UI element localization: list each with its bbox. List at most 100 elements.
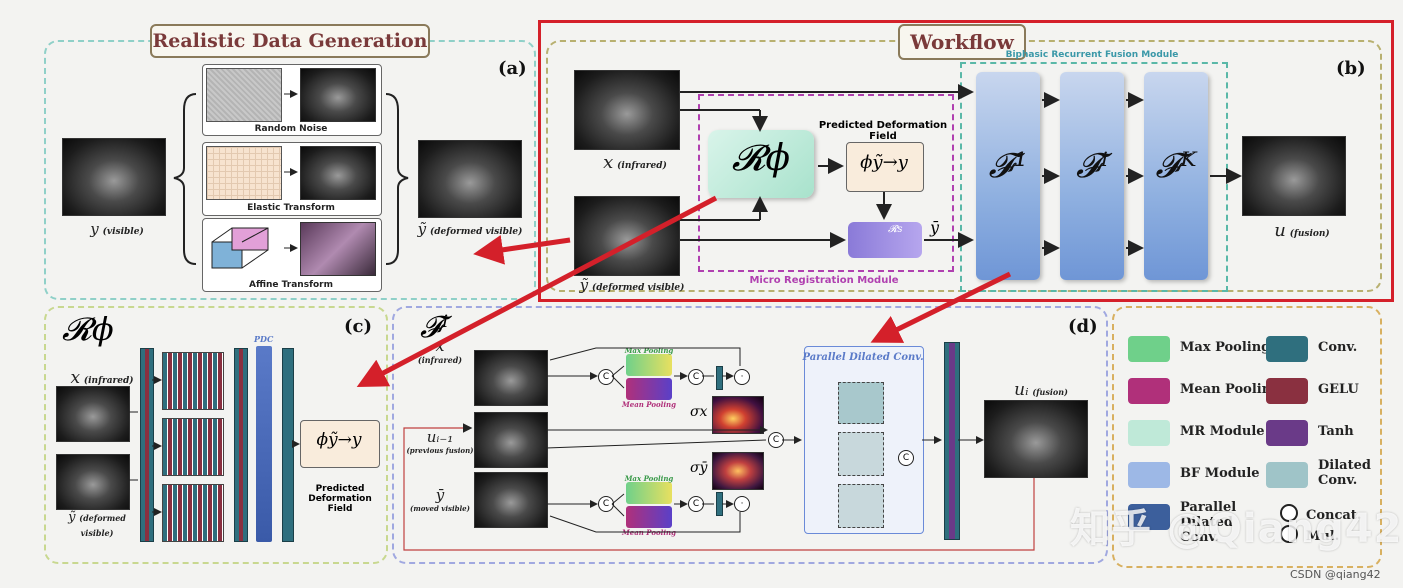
random-noise-image bbox=[206, 68, 282, 122]
mr-module-symbol: 𝓡ϕ bbox=[731, 138, 791, 179]
legend-swatch-mul- bbox=[1280, 525, 1298, 543]
panel-d-prev-fusion-image bbox=[474, 412, 548, 468]
legend-swatch-max-pooling bbox=[1128, 336, 1170, 362]
legend-swatch-concat- bbox=[1280, 504, 1298, 522]
legend-label-tanh: Tanh bbox=[1318, 424, 1354, 439]
affine-label: Affine Transform bbox=[249, 280, 333, 290]
affine-cube-icon bbox=[206, 222, 280, 276]
deformed-visible-caption-b-sub: (deformed visible) bbox=[591, 283, 685, 293]
parallel-dilated-title: Parallel Dilated Conv. bbox=[802, 352, 924, 363]
panel-c-infrared-image bbox=[56, 386, 130, 442]
legend-label-mean-pooling: Mean Pooling bbox=[1180, 382, 1281, 397]
panel-d-label: (d) bbox=[1068, 316, 1098, 337]
panel-c-pdc-label: PDC bbox=[254, 334, 274, 344]
panel-b-title: Workflow bbox=[898, 24, 1026, 60]
max-pool-block-top bbox=[626, 354, 672, 376]
panel-c-label: (c) bbox=[344, 316, 372, 337]
mr-module-block bbox=[708, 130, 814, 198]
fk-label: 𝓕ᴷ bbox=[1155, 146, 1197, 186]
mul-circle-bottom: · bbox=[734, 496, 750, 512]
panel-d-x-sub: (infrared) bbox=[417, 355, 463, 365]
visible-caption-sub: (visible) bbox=[102, 227, 144, 237]
random-noise-label: Random Noise bbox=[254, 124, 328, 134]
fusion-caption-b: u (fusion) bbox=[1262, 220, 1342, 241]
panel-c-y-caption-symbol: ỹ bbox=[68, 510, 76, 525]
panel-d-y-sub: (moved visible) bbox=[410, 504, 470, 513]
f1-label: 𝓕¹ bbox=[988, 146, 1028, 186]
panel-c-conv-2 bbox=[234, 348, 248, 542]
fusion-output-image bbox=[1242, 136, 1346, 216]
legend-swatch-conv- bbox=[1266, 336, 1308, 362]
infrared-caption-b: x (infrared) bbox=[590, 152, 680, 173]
resampler-symbol: 𝓡s bbox=[888, 224, 903, 235]
panel-d-u-caption: uᵢ₋₁ (previous fusion) bbox=[406, 428, 474, 455]
infrared-caption-b-sub: (infrared) bbox=[617, 161, 667, 171]
fusion-caption-b-sub: (fusion) bbox=[1289, 229, 1330, 239]
visible-caption: y (visible) bbox=[82, 220, 152, 238]
legend-label-parallel-dilated-conv-: Parallel Dilated Conv. bbox=[1180, 500, 1237, 545]
watermark-text: 知乎 @Qiang42 bbox=[1070, 506, 1403, 552]
micro-registration-module-frame bbox=[698, 94, 954, 272]
f1-block bbox=[976, 72, 1040, 280]
panel-c-phi-box bbox=[300, 420, 380, 468]
panel-c-block-2 bbox=[162, 418, 224, 476]
panel-c-x-caption-symbol: x bbox=[70, 368, 81, 388]
legend-swatch-bf-module bbox=[1128, 462, 1170, 488]
panel-d-u-symbol: uᵢ₋₁ bbox=[426, 428, 454, 446]
legend-label-bf-module: BF Module bbox=[1180, 466, 1260, 481]
deformed-visible-caption-b-symbol: ỹ bbox=[579, 276, 589, 294]
legend-panel bbox=[1112, 306, 1382, 568]
mean-pool-block-top bbox=[626, 378, 672, 400]
infrared-caption-b-symbol: x bbox=[603, 152, 614, 173]
sigma-x-map bbox=[712, 396, 764, 434]
dilated-conv-3 bbox=[838, 484, 884, 528]
random-noise-result bbox=[300, 68, 376, 122]
deformed-visible-caption-b: ỹ (deformed visible) bbox=[572, 276, 692, 294]
panel-c-block-3 bbox=[162, 484, 224, 542]
sigma-y-map bbox=[712, 452, 764, 490]
affine-result bbox=[300, 222, 376, 276]
panel-c-x-caption: x (infrared) bbox=[62, 368, 142, 388]
panel-c-pdf-label: Predicted Deformation Field bbox=[308, 484, 372, 514]
deformed-output-image bbox=[418, 140, 522, 218]
legend-label-concat-: Concat. bbox=[1306, 508, 1362, 523]
legend-swatch-gelu bbox=[1266, 378, 1308, 404]
panel-d-fusion-image bbox=[984, 400, 1088, 478]
bf-module-title: Biphasic Recurrent Fusion Module bbox=[1005, 50, 1179, 60]
panel-d-y-caption: ȳ (moved visible) bbox=[406, 486, 474, 513]
panel-d-y-symbol: ȳ bbox=[435, 486, 445, 504]
fusion-caption-b-symbol: u bbox=[1274, 220, 1286, 241]
panel-c-deformed-image bbox=[56, 454, 130, 510]
phi-symbol: ϕỹ→y bbox=[860, 152, 908, 173]
sigma-y-label: σȳ bbox=[690, 460, 708, 476]
panel-d-conv-top bbox=[716, 366, 723, 390]
panel-c-phi: ϕỹ→y bbox=[316, 430, 362, 450]
mean-pool-label-top: Mean Pooling bbox=[622, 400, 676, 409]
infrared-image-b bbox=[574, 70, 680, 150]
visible-input-image bbox=[62, 138, 166, 216]
fi-label: 𝓕ⁱ bbox=[1076, 146, 1108, 186]
concat-circle-bottom: C bbox=[598, 496, 614, 512]
watermark-credit: CSDN @qiang42 bbox=[1290, 568, 1381, 581]
mul-circle-top: · bbox=[734, 369, 750, 385]
panel-c-x-caption-sub: (infrared) bbox=[83, 376, 134, 386]
legend-label-conv-: Conv. bbox=[1318, 340, 1358, 355]
fk-block bbox=[1144, 72, 1208, 280]
pdf-title: Predicted Deformation Field bbox=[818, 120, 948, 142]
legend-label-dilated-conv-: Dilated Conv. bbox=[1318, 458, 1371, 488]
legend-label-mul-: Mul. bbox=[1306, 529, 1340, 544]
panel-d-ui-symbol: uᵢ bbox=[1014, 380, 1029, 400]
mean-pool-block-bottom bbox=[626, 506, 672, 528]
concat-circle-top-2: C bbox=[688, 369, 704, 385]
max-pool-label-bottom: Max Pooling bbox=[624, 474, 674, 483]
legend-swatch-mr-module bbox=[1128, 420, 1170, 446]
dilated-conv-1 bbox=[838, 382, 884, 424]
legend-swatch-mean-pooling bbox=[1128, 378, 1170, 404]
panel-d-u-sub: (previous fusion) bbox=[406, 446, 474, 455]
max-pool-block-bottom bbox=[626, 482, 672, 504]
deformed-caption-symbol: ỹ bbox=[417, 220, 427, 238]
panel-c-block-1 bbox=[162, 352, 224, 410]
panel-d-moved-visible-image bbox=[474, 472, 548, 528]
resampler-block bbox=[848, 222, 922, 258]
